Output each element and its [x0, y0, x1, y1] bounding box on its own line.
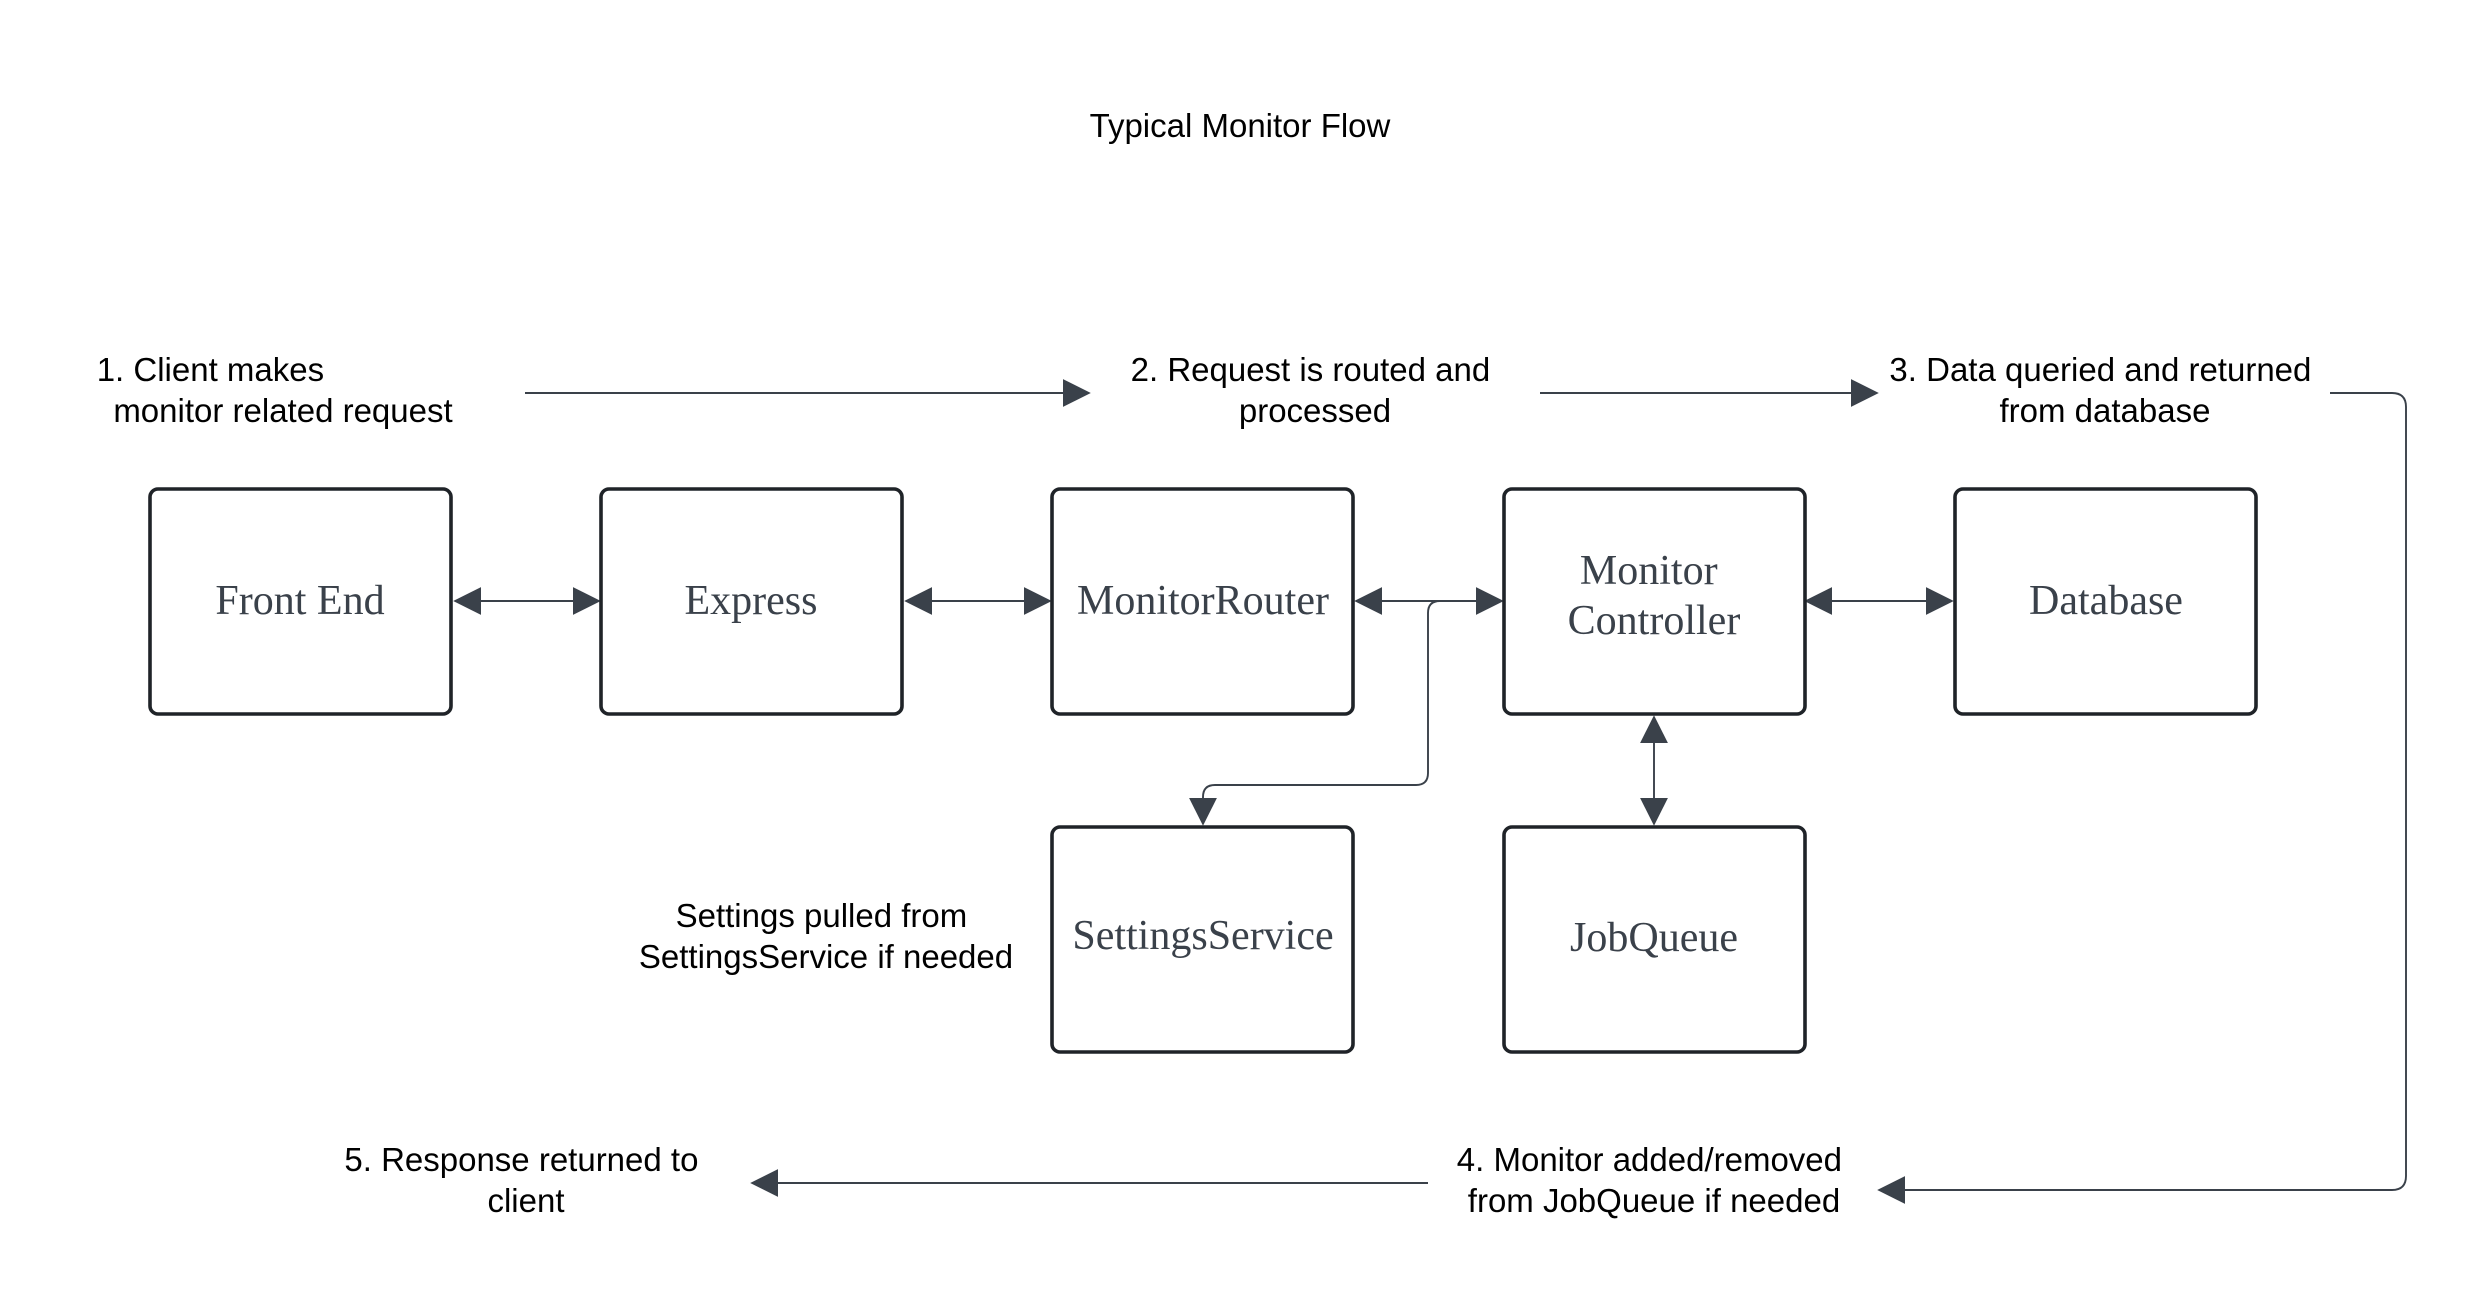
step1-annotation: 1. Client makes monitor related request — [97, 351, 453, 429]
front-end-label: Front End — [215, 578, 384, 624]
connectors — [453, 379, 2407, 1204]
database-node: Database — [1953, 487, 2258, 716]
arrow-to-settingsservice — [1189, 600, 1441, 826]
monitor-router-node: MonitorRouter — [1050, 487, 1355, 716]
settings-service-node: SettingsService — [1050, 825, 1355, 1054]
step5-annotation: 5. Response returned to client — [344, 1141, 707, 1219]
step3-annotation: 3. Data queried and returned from databa… — [1889, 351, 2320, 429]
monitor-controller-node: Monitor Controller — [1502, 487, 1807, 716]
express-node: Express — [599, 487, 904, 716]
monitor-router-label: MonitorRouter — [1077, 578, 1329, 624]
job-queue-node: JobQueue — [1502, 825, 1807, 1054]
settings-note-annotation: Settings pulled from SettingsService if … — [639, 897, 1013, 975]
express-label: Express — [685, 578, 818, 624]
job-queue-label: JobQueue — [1570, 915, 1738, 961]
step2-annotation: 2. Request is routed and processed — [1131, 351, 1500, 429]
database-label: Database — [2029, 578, 2183, 624]
arrow-step3-to-step4 — [1877, 392, 2407, 1204]
diagram-title: Typical Monitor Flow — [1090, 107, 1391, 144]
monitor-controller-label: Monitor Controller — [1568, 548, 1741, 644]
front-end-node: Front End — [148, 487, 453, 716]
settings-service-label: SettingsService — [1072, 913, 1333, 959]
step4-annotation: 4. Monitor added/removed from JobQueue i… — [1457, 1141, 1851, 1219]
